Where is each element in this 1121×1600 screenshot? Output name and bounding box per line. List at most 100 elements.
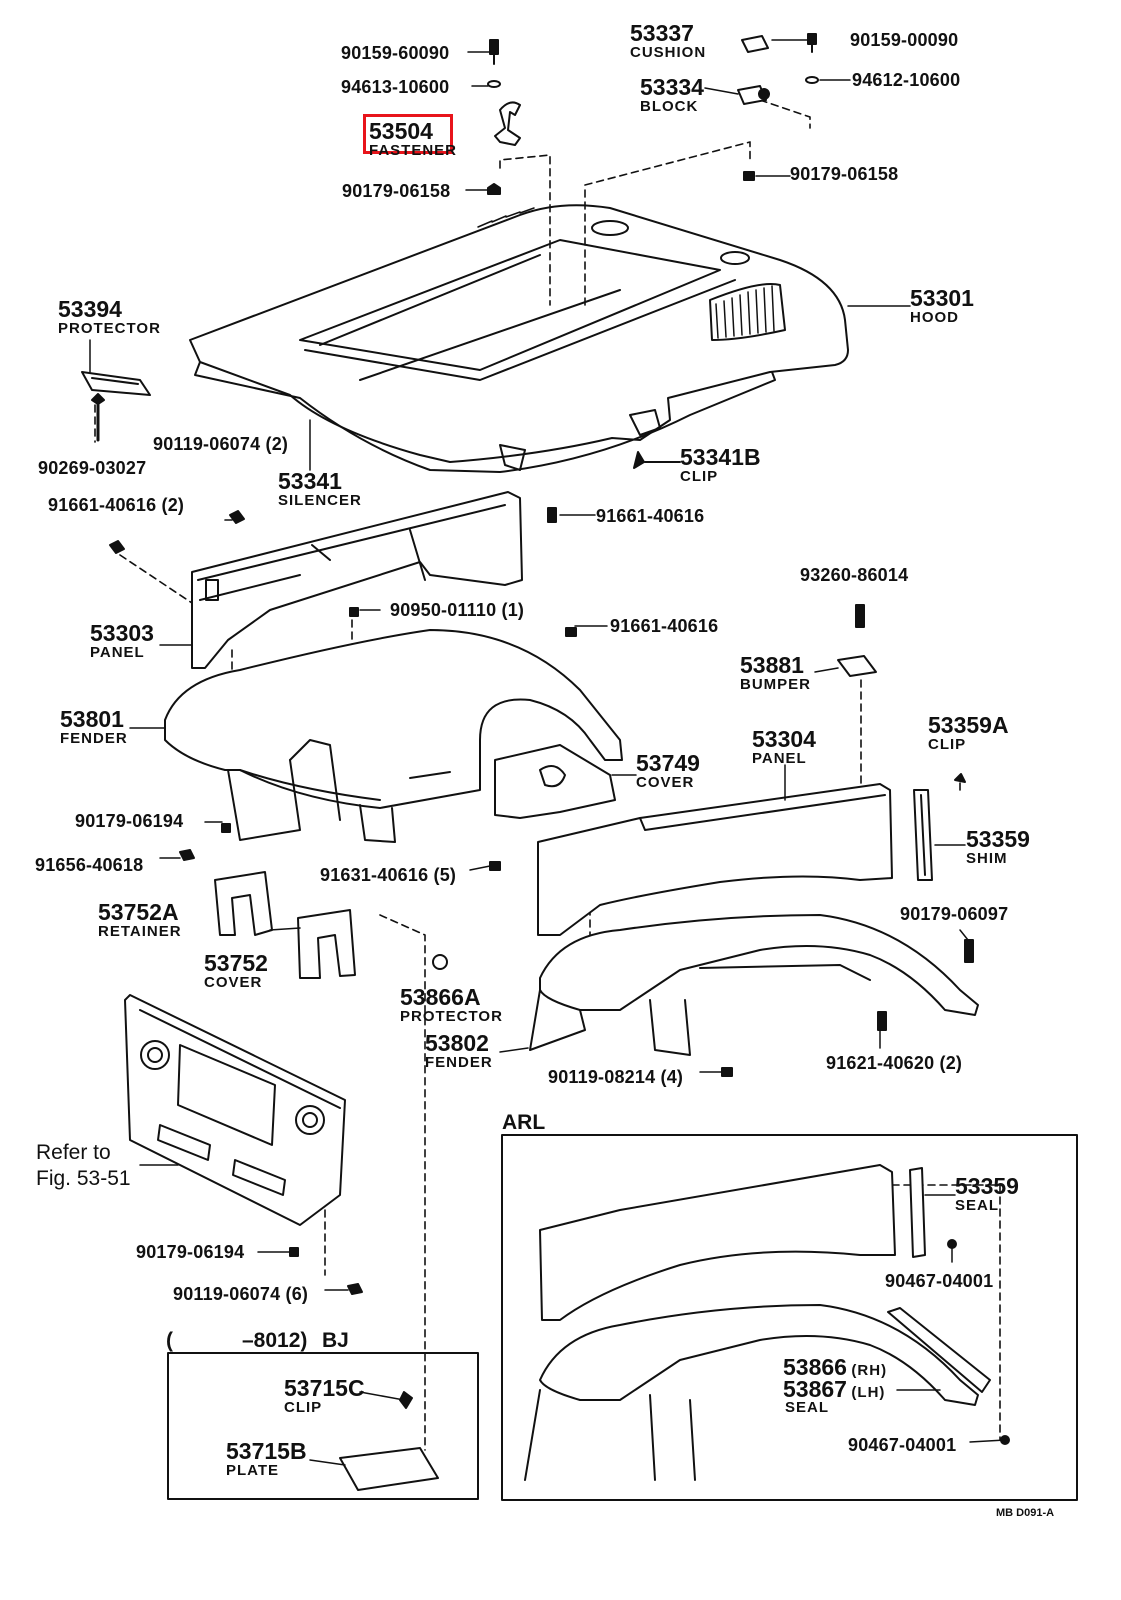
- std-part-n13[interactable]: 93260-86014: [800, 565, 909, 585]
- part-name: PROTECTOR: [58, 320, 161, 337]
- arl-heading: ARL: [502, 1111, 546, 1134]
- std-part-n17[interactable]: 90179-06097: [900, 904, 1009, 924]
- part-name: FENDER: [425, 1054, 493, 1071]
- std-part-n16[interactable]: 91631-40616 (5): [320, 865, 457, 885]
- bj-heading-model: BJ: [322, 1329, 349, 1352]
- std-part-n23[interactable]: 90467-04001: [848, 1435, 957, 1455]
- part-53752a[interactable]: 53752A RETAINER: [98, 899, 182, 940]
- std-part-n6[interactable]: 90179-06158: [790, 164, 899, 184]
- part-name: COVER: [636, 774, 695, 791]
- std-part-n14[interactable]: 90179-06194: [75, 811, 184, 831]
- std-part-n18[interactable]: 91621-40620 (2): [826, 1053, 963, 1073]
- part-53334[interactable]: 53334 BLOCK: [640, 74, 704, 115]
- part-number: 53802: [425, 1030, 489, 1056]
- back-panel: [125, 995, 345, 1225]
- std-part-n9[interactable]: 91661-40616 (2): [48, 495, 185, 515]
- part-number: 53359A: [928, 712, 1009, 738]
- part-number: 53301: [910, 285, 974, 311]
- part-number: 53715C: [284, 1375, 365, 1401]
- part-side: (RH): [851, 1362, 888, 1379]
- retainer-cover: [215, 872, 355, 978]
- part-53504[interactable]: 53504 FASTENER: [369, 118, 458, 159]
- cover-53749: [495, 745, 615, 818]
- part-53802[interactable]: 53802 FENDER: [425, 1030, 493, 1071]
- part-53752[interactable]: 53752 COVER: [204, 950, 268, 991]
- part-number: 53749: [636, 750, 700, 776]
- hardware-bolts: [110, 508, 973, 1294]
- std-part-n21[interactable]: 90119-06074 (6): [173, 1284, 309, 1304]
- std-part-n8[interactable]: 90119-06074 (2): [153, 434, 289, 454]
- bj-heading-range: –8012): [242, 1329, 308, 1352]
- std-part-n1[interactable]: 90159-60090: [341, 43, 450, 63]
- part-53359-seal[interactable]: 53359 SEAL: [955, 1173, 1019, 1214]
- protector-53394: [82, 372, 150, 440]
- part-53341[interactable]: 53341 SILENCER: [278, 468, 362, 509]
- part-name: CLIP: [284, 1399, 323, 1416]
- part-53866[interactable]: 53866 (RH): [783, 1356, 887, 1379]
- std-part-n4[interactable]: 90159-00090: [850, 30, 959, 50]
- std-part-n3[interactable]: 90179-06158: [342, 181, 451, 201]
- part-number: 53359: [955, 1173, 1019, 1199]
- part-number: 53304: [752, 726, 816, 752]
- std-part-n10[interactable]: 91661-40616: [596, 506, 705, 526]
- leader-lines: [90, 40, 1005, 1465]
- panel-53303: [192, 492, 522, 668]
- shim-53359: [914, 790, 932, 880]
- part-53359a[interactable]: 53359A CLIP: [928, 712, 1009, 753]
- std-part-n11[interactable]: 90950-01110 (1): [390, 600, 525, 620]
- part-name: SHIM: [966, 850, 1008, 867]
- part-name: SILENCER: [278, 492, 362, 509]
- part-53715b[interactable]: 53715B PLATE: [226, 1440, 307, 1479]
- part-number: 53359: [966, 826, 1030, 852]
- part-name: COVER: [204, 974, 263, 991]
- part-name: FENDER: [60, 730, 128, 747]
- std-part-n19[interactable]: 90119-08214 (4): [548, 1067, 684, 1087]
- part-53359-shim[interactable]: 53359 SHIM: [966, 826, 1030, 867]
- part-name: CLIP: [928, 736, 967, 753]
- std-part-n22[interactable]: 90467-04001: [885, 1271, 994, 1291]
- part-number: 53752A: [98, 899, 179, 925]
- part-name: PANEL: [90, 644, 145, 661]
- part-number: 53752: [204, 950, 268, 976]
- clip-53341b: [634, 452, 680, 468]
- std-part-n7[interactable]: 90269-03027: [38, 458, 147, 478]
- part-number: 53334: [640, 74, 704, 100]
- part-53866a[interactable]: 53866A PROTECTOR: [400, 986, 503, 1025]
- part-53303[interactable]: 53303 PANEL: [90, 620, 154, 661]
- fender-53802: [530, 915, 978, 1055]
- part-53394[interactable]: 53394 PROTECTOR: [58, 298, 161, 337]
- std-part-n20[interactable]: 90179-06194: [136, 1242, 245, 1262]
- part-name: BUMPER: [740, 676, 812, 693]
- part-number: 53881: [740, 652, 804, 678]
- drawing-code: MB D091-A: [996, 1507, 1055, 1519]
- std-part-n15[interactable]: 91656-40618: [35, 855, 144, 875]
- std-part-n12[interactable]: 91661-40616: [610, 616, 719, 636]
- part-number: 53303: [90, 620, 154, 646]
- part-53341b[interactable]: 53341B CLIP: [680, 444, 761, 485]
- std-part-n2[interactable]: 94613-10600: [341, 77, 450, 97]
- part-53749[interactable]: 53749 COVER: [636, 750, 700, 791]
- part-53301[interactable]: 53301 HOOD: [910, 285, 974, 326]
- part-number: 53337: [630, 20, 694, 46]
- bj-heading-open: (: [166, 1329, 173, 1352]
- part-53867[interactable]: 53867 (LH): [783, 1378, 885, 1401]
- part-name: FASTENER: [369, 142, 458, 159]
- part-number: 53801: [60, 706, 124, 732]
- part-number: 53341B: [680, 444, 761, 470]
- part-53304[interactable]: 53304 PANEL: [752, 726, 816, 767]
- part-number: 53341: [278, 468, 342, 494]
- part-number: 53504: [369, 118, 433, 144]
- part-53801[interactable]: 53801 FENDER: [60, 706, 128, 747]
- part-53337[interactable]: 53337 CUSHION: [630, 20, 706, 61]
- part-53715c[interactable]: 53715C CLIP: [284, 1375, 365, 1416]
- part-name: PROTECTOR: [400, 1008, 503, 1025]
- highlight-box-53504: [363, 114, 453, 154]
- protector-53866a-shape: [433, 955, 447, 969]
- part-53881[interactable]: 53881 BUMPER: [740, 652, 812, 693]
- part-name: PANEL: [752, 750, 807, 767]
- bj-inset: [168, 1353, 478, 1499]
- refer-note-line1: Refer to: [36, 1141, 111, 1164]
- std-part-n5[interactable]: 94612-10600: [852, 70, 961, 90]
